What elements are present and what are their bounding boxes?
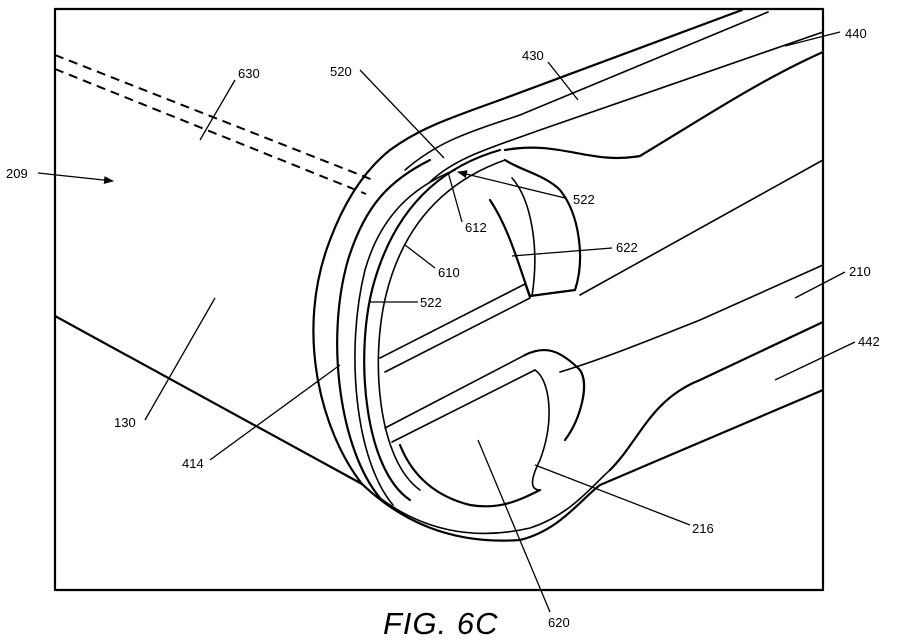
label-440: 440: [845, 26, 867, 41]
surface-130-edge: [53, 314, 364, 486]
label-430: 430: [522, 48, 544, 63]
label-522-upper: 522: [573, 192, 595, 207]
label-520: 520: [330, 64, 352, 79]
label-610: 610: [438, 265, 460, 280]
hidden-channel-630: [54, 54, 374, 195]
leader-lines: [37, 31, 856, 613]
label-130: 130: [114, 415, 136, 430]
label-442: 442: [858, 334, 880, 349]
label-612: 612: [465, 220, 487, 235]
label-522-lower: 522: [420, 295, 442, 310]
device-body: [312, 8, 825, 542]
label-209: 209: [6, 166, 28, 181]
reference-labels: 209 130 630 520 430 440 522 612 622 610 …: [6, 26, 880, 630]
label-622: 622: [616, 240, 638, 255]
figure-frame: [53, 7, 825, 592]
label-216: 216: [692, 521, 714, 536]
label-210: 210: [849, 264, 871, 279]
label-414: 414: [182, 456, 204, 471]
label-620: 620: [548, 615, 570, 630]
label-630: 630: [238, 66, 260, 81]
figure-caption: FIG. 6C: [383, 606, 499, 641]
